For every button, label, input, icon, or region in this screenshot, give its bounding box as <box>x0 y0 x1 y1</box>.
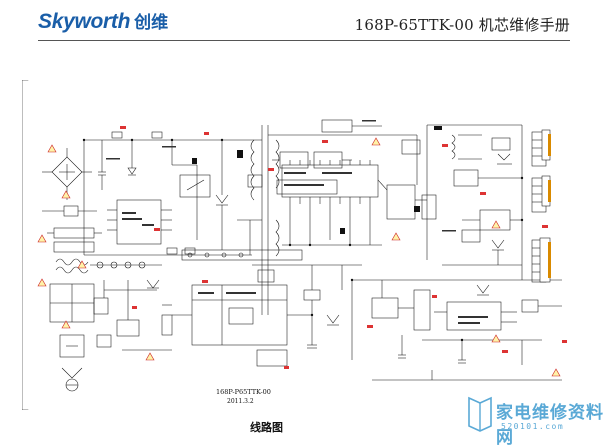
schematic-date-label: 2011.3.2 <box>227 398 254 405</box>
schematic-model-label: 168P-P65TTK-00 <box>216 388 271 396</box>
figure-caption: 线路图 <box>250 421 283 434</box>
watermark-url: 520101.com <box>501 422 565 431</box>
document-title: 168P-65TTK-00 机芯维修手册 <box>354 16 570 34</box>
header-divider <box>38 40 570 41</box>
brand-name: Skyworth <box>38 10 131 33</box>
site-watermark: 家电维修资料网 520101.com <box>466 392 606 448</box>
book-icon <box>468 396 492 432</box>
brand-logo: Skyworth 创维 <box>38 8 169 33</box>
brand-name-cn: 创维 <box>134 13 169 33</box>
circuit-schematic <box>22 80 582 410</box>
